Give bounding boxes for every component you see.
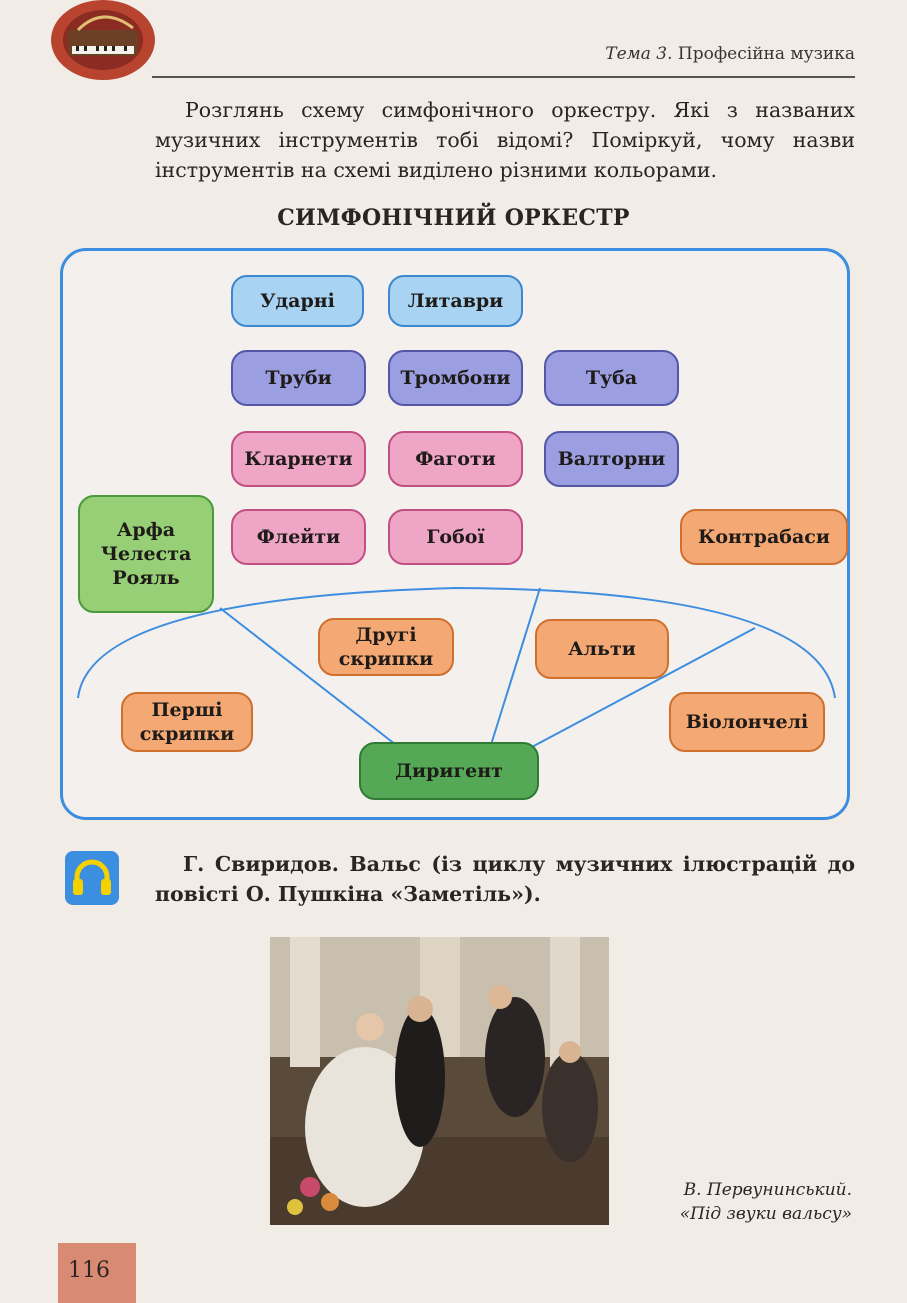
piano-illustration	[51, 0, 155, 80]
box-pershi-skrypky: Перші скрипки	[121, 692, 253, 752]
topic-header: Тема 3. Професійна музика	[605, 44, 855, 64]
label-druhi-1: Другі	[355, 624, 417, 646]
scheme-title: СИМФОНІЧНИЙ ОРКЕСТР	[277, 205, 630, 231]
intro-paragraph: Розглянь схему симфонічного оркестру. Як…	[155, 98, 855, 182]
box-valtorny: Валторни	[544, 431, 679, 487]
label-pershi-2: скрипки	[139, 723, 235, 745]
box-dyryhent: Диригент	[359, 742, 539, 800]
headphones-icon	[65, 851, 119, 905]
orchestra-layout-lines	[77, 586, 836, 749]
box-kontrabasy: Контрабаси	[680, 509, 848, 565]
topic-prefix: Тема 3.	[605, 44, 673, 64]
box-alty: Альти	[535, 619, 669, 679]
box-udarni: Ударні	[231, 275, 364, 327]
box-druhi-skrypky: Другі скрипки	[318, 618, 454, 676]
caption-title: «Під звуки вальсу»	[679, 1204, 852, 1224]
box-truby: Труби	[231, 350, 366, 406]
strings-section: Другі скрипки Альти Перші скрипки Віолон…	[60, 248, 850, 820]
label-arfa: Арфа	[116, 519, 176, 541]
header-rule	[152, 76, 855, 78]
box-trombony: Тромбони	[388, 350, 523, 406]
box-fagoty: Фаготи	[388, 431, 523, 487]
waltz-painting	[270, 937, 609, 1225]
box-tuba: Туба	[544, 350, 679, 406]
page-number-tab	[58, 1243, 136, 1303]
box-fleity: Флейти	[231, 509, 366, 565]
label-roial: Рояль	[112, 567, 180, 589]
caption-author: В. Первунинський.	[683, 1180, 852, 1200]
listening-text: Г. Свиридов. Вальс (із циклу музичних іл…	[155, 852, 855, 906]
box-goboi: Гобої	[388, 509, 523, 565]
box-keyboards: Арфа Челеста Рояль	[78, 495, 214, 613]
label-pershi-1: Перші	[151, 699, 223, 721]
label-chelesta: Челеста	[100, 543, 192, 565]
page-number: 116	[68, 1258, 110, 1283]
topic-title: Професійна музика	[672, 44, 855, 64]
box-lytavry: Литаври	[388, 275, 523, 327]
box-klarnety: Кларнети	[231, 431, 366, 487]
box-violonchely: Віолончелі	[669, 692, 825, 752]
painting-caption: В. Первунинський. «Під звуки вальсу»	[612, 1178, 852, 1226]
label-druhi-2: скрипки	[338, 648, 434, 670]
